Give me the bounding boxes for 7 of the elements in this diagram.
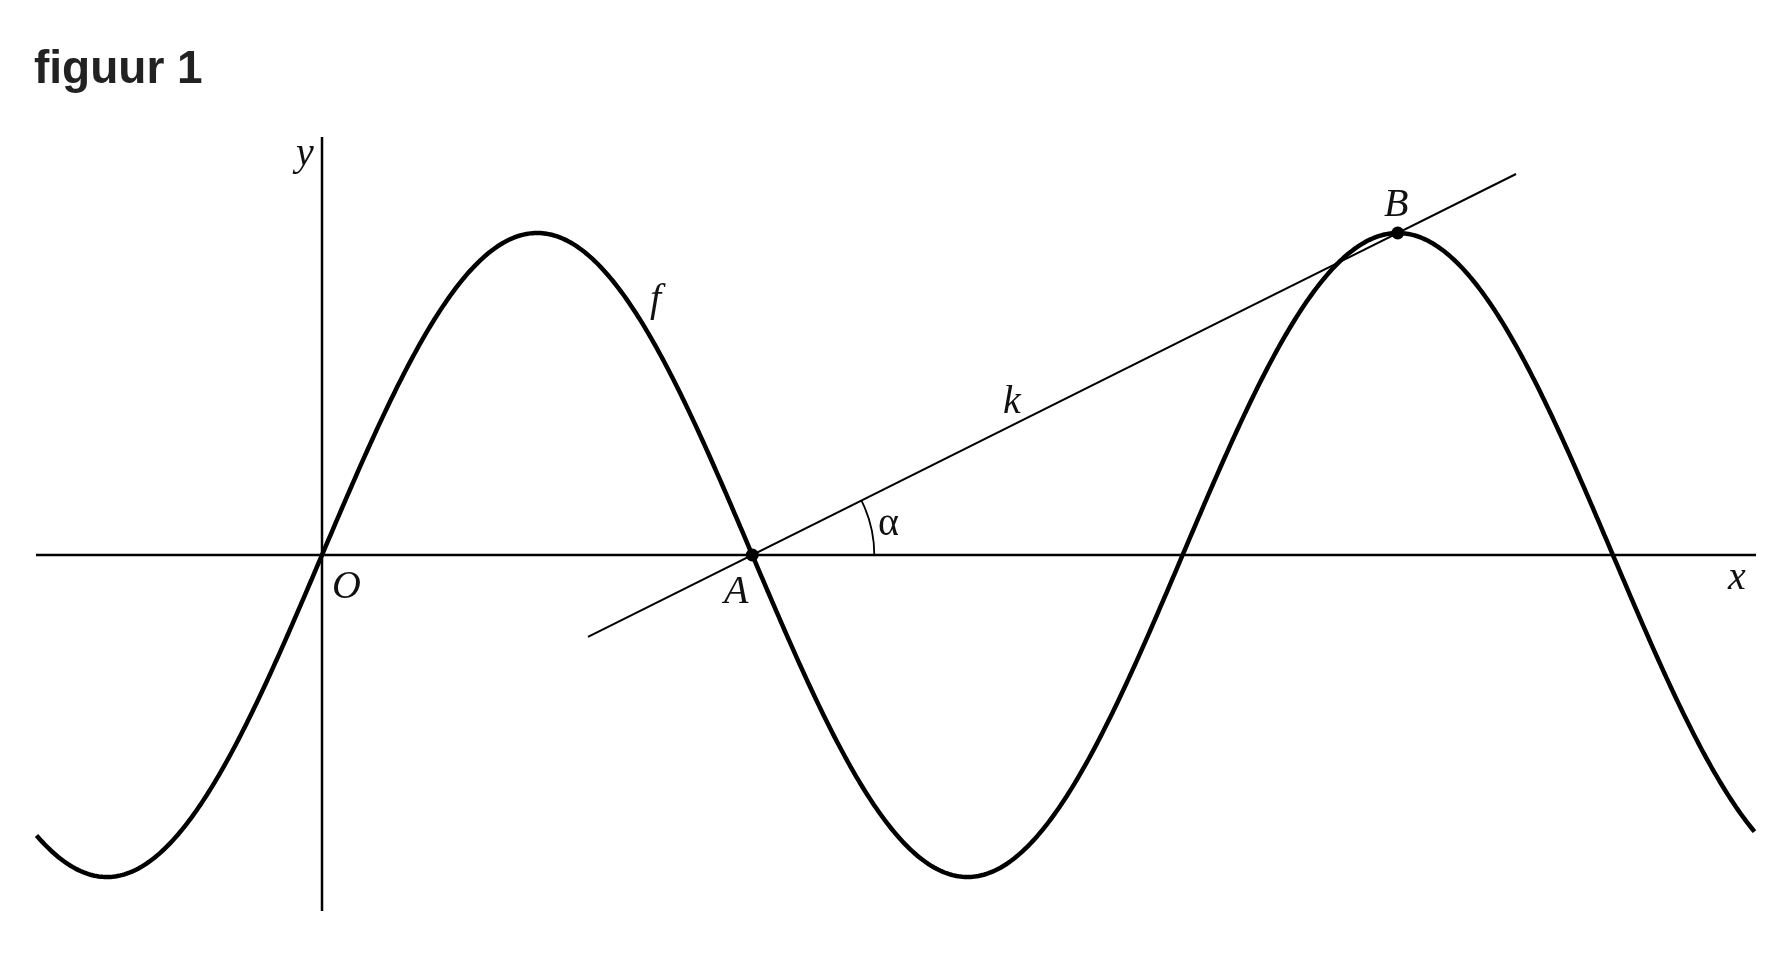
line-label: k bbox=[1003, 380, 1021, 420]
point-label: O bbox=[332, 565, 361, 605]
figure-title: figuur 1 bbox=[34, 40, 203, 94]
point-label: B bbox=[1384, 183, 1409, 223]
axis-label: x bbox=[1728, 556, 1746, 596]
angle-label: α bbox=[878, 502, 899, 542]
point-label: A bbox=[724, 570, 749, 610]
